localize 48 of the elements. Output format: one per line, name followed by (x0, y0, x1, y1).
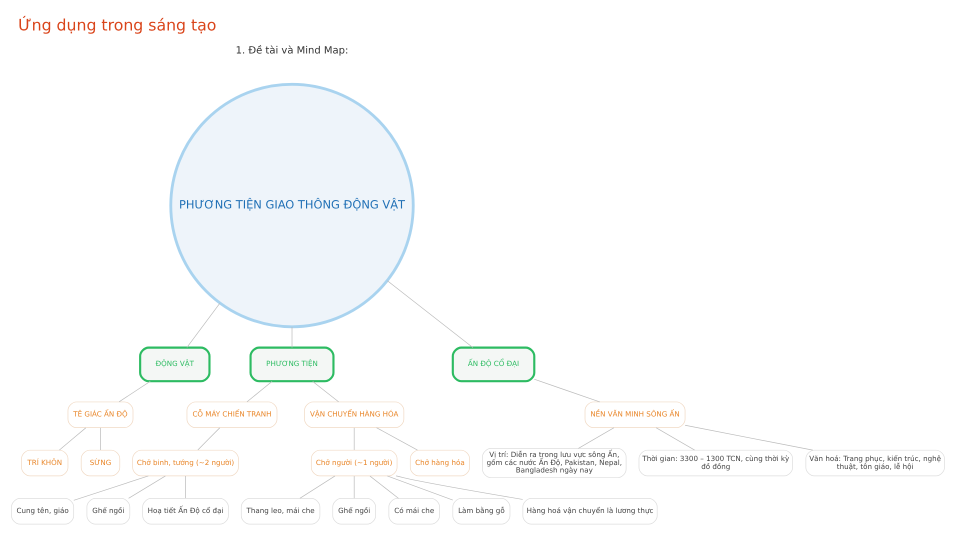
node-box: Chở binh, tướng (~2 người) (132, 449, 239, 476)
connector (656, 426, 695, 450)
connector (387, 280, 474, 348)
node-box: Cung tên, giáo (11, 498, 74, 524)
node-box: Làm bằng gỗ (452, 498, 510, 524)
connector (118, 380, 151, 402)
connector (197, 426, 220, 450)
node-box: Vị trí: Diễn ra trong lưu vực sông Ấn, gồm các nước Ấn Độ, Pakistan, Nepal, Bangladesh ngày nay (482, 448, 626, 478)
connector (354, 475, 355, 498)
node-box: Ghế ngồi (332, 498, 376, 524)
node-box: Thời gian: 3300 – 1300 TCN, cùng thời kỳ đồ đồng (638, 449, 793, 476)
connector (73, 475, 149, 500)
connector (100, 426, 101, 450)
connector (376, 426, 418, 450)
node-box: Hoạ tiết Ấn Độ cổ đại (142, 498, 229, 524)
node-circle: PHƯƠNG TIỆN GIAO THÔNG ĐỘNG VẬT (169, 82, 415, 328)
connector (186, 302, 220, 348)
connector (128, 475, 166, 498)
node-box: Thang leo, mái che (240, 498, 320, 524)
connector (534, 378, 600, 402)
node-box: Hàng hoá vận chuyển là lương thực (522, 498, 658, 524)
connector (386, 475, 454, 500)
node-box: Chở hàng hóa (410, 449, 470, 476)
node-box: NỀN VĂN MINH SÔNG ẤN (584, 401, 686, 428)
node-box: Chở người (~1 người) (310, 449, 398, 476)
node-box: VẬN CHUYỂN HÀNG HÓA (304, 401, 404, 428)
connector (300, 475, 336, 498)
node-box: Văn hoá: Trang phục, kiến trúc, nghệ thuật, tôn giáo, lễ hội (805, 449, 945, 476)
node-box: ẤN ĐỘ CỔ ĐẠI (452, 346, 536, 382)
connector (396, 475, 524, 500)
node-box: ĐỘNG VẬT (139, 346, 211, 382)
connector (246, 380, 272, 402)
node-box: Ghế ngồi (86, 498, 130, 524)
connector (354, 426, 355, 450)
connector (312, 380, 340, 402)
connector (684, 424, 814, 450)
diagram-title: Ứng dụng trong sáng tạo (18, 14, 216, 34)
connector (370, 475, 399, 498)
node-box: CỖ MÁY CHIẾN TRANH (186, 401, 278, 428)
node-box: TÊ GIÁC ẤN ĐỘ (68, 401, 134, 428)
node-box: SỪNG (80, 449, 120, 476)
node-box: TRÍ KHÔN (21, 449, 68, 476)
node-box: PHƯƠNG TIỆN (249, 346, 335, 382)
connector (578, 426, 614, 448)
connector (58, 426, 86, 450)
label: 1. Đề tài và Mind Map: (236, 44, 348, 56)
node-box: Có mái che (388, 498, 440, 524)
connector (185, 475, 186, 498)
